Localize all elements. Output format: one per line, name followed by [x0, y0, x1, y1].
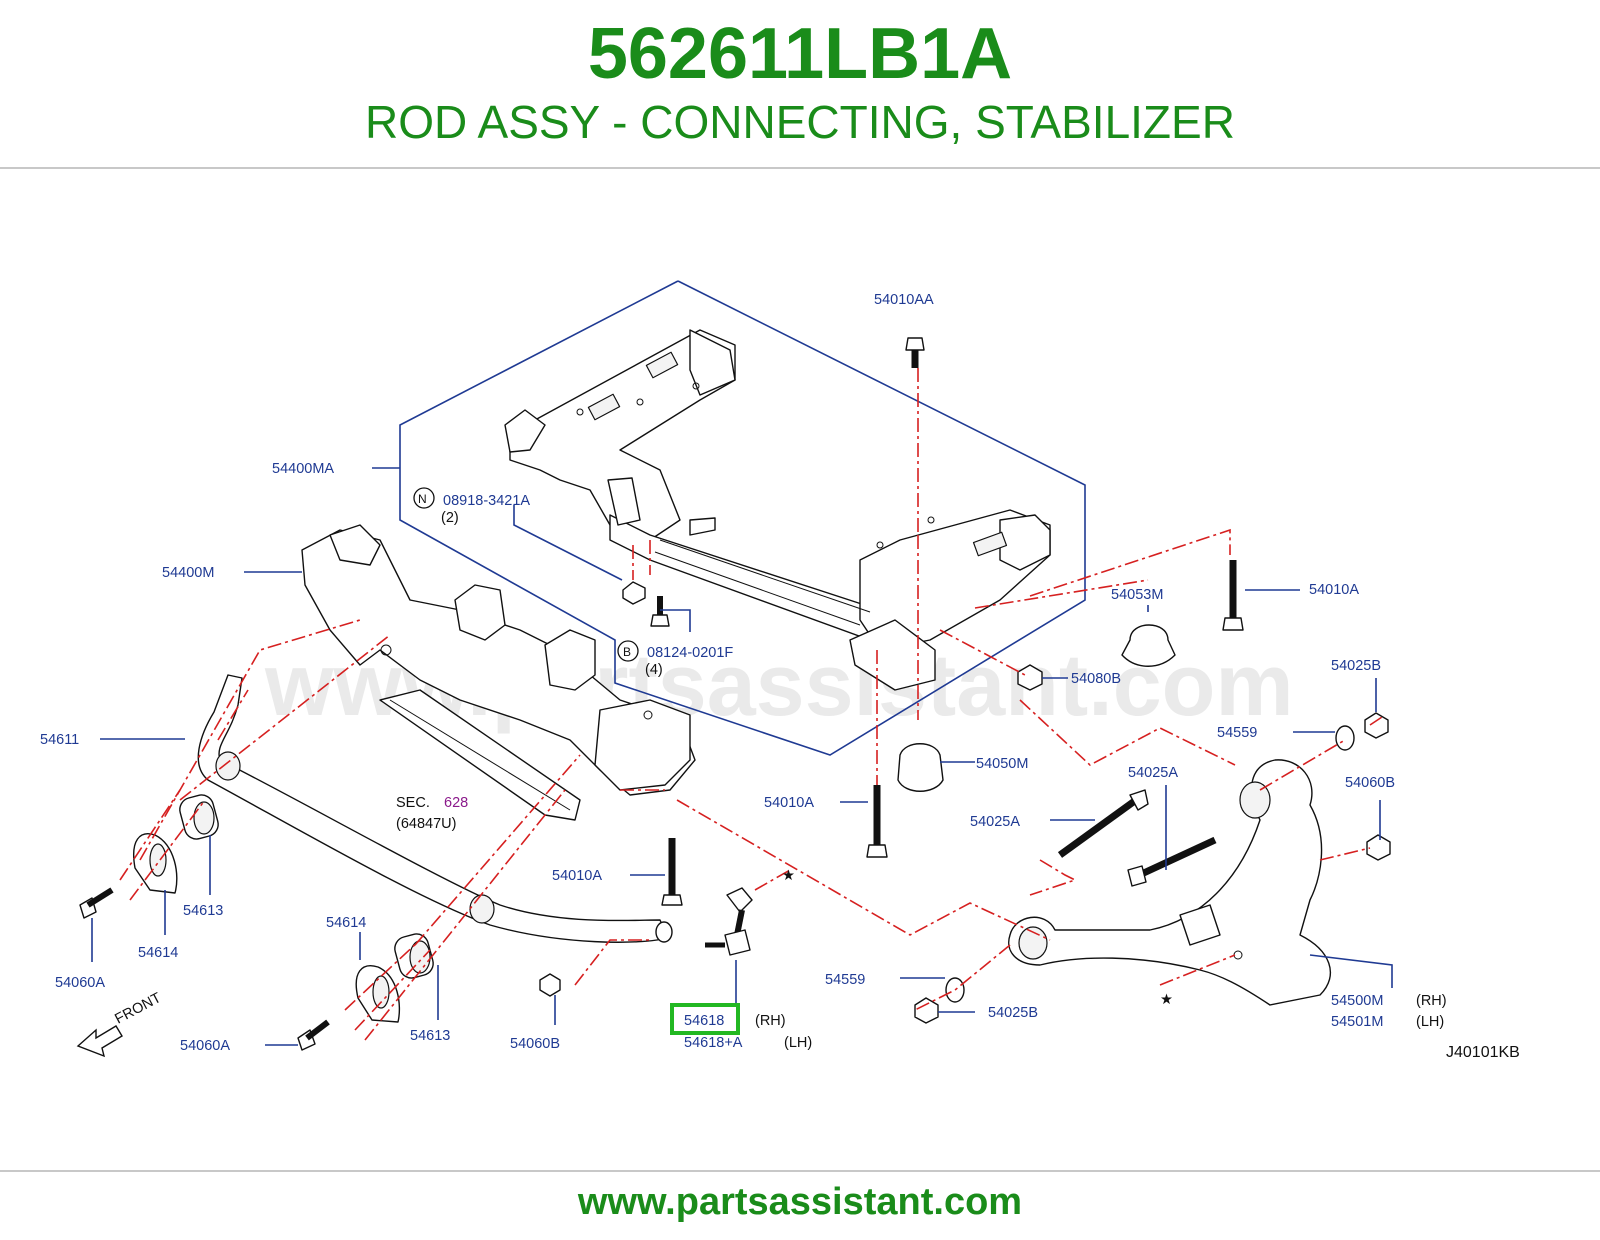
bolt-08124-part — [650, 596, 670, 627]
callout-54559-right[interactable]: 54559 — [1217, 725, 1257, 741]
callout-54080B[interactable]: 54080B — [1071, 671, 1121, 687]
callout-54010AA[interactable]: 54010AA — [874, 292, 934, 308]
bolt-54025A-top — [1057, 789, 1149, 858]
upper-subframe-part — [504, 329, 1051, 691]
bolt-54060A-bottom — [297, 1019, 330, 1051]
bolt-54010A-bottom — [661, 838, 683, 906]
callout-54050M[interactable]: 54050M — [976, 756, 1028, 772]
callout-54611[interactable]: 54611 — [40, 732, 79, 748]
alignment-lines — [119, 368, 1386, 1041]
nut-08918-part — [622, 581, 646, 605]
callout-54613-bottom[interactable]: 54613 — [410, 1028, 450, 1044]
callout-54025B-right[interactable]: 54025B — [1331, 658, 1381, 674]
washer-54559-bottom — [945, 977, 965, 1003]
note-mark-b-icon — [617, 640, 639, 662]
footer-divider — [0, 1170, 1600, 1172]
nut-54060B-bottom — [539, 973, 561, 997]
star-mark-top: ★ — [782, 868, 795, 884]
bolt-54025A-lower — [1127, 836, 1217, 887]
front-arrow-icon — [76, 1025, 123, 1058]
callout-54010A-mid[interactable]: 54010A — [764, 795, 814, 811]
connecting-rod-54618-part — [705, 887, 753, 956]
group-outline — [399, 280, 1086, 756]
callout-54060B-bottom[interactable]: 54060B — [510, 1036, 560, 1052]
callout-54010A-bottom[interactable]: 54010A — [552, 868, 602, 884]
star-mark-bottom: ★ — [1160, 992, 1173, 1008]
callout-08918-qty: (2) — [441, 510, 459, 526]
clamp-right-part — [355, 965, 401, 1023]
callout-54060B-right[interactable]: 54060B — [1345, 775, 1395, 791]
callout-54614-bottom[interactable]: 54614 — [326, 915, 366, 931]
lower-subframe-part — [301, 524, 696, 821]
callout-54053M[interactable]: 54053M — [1111, 587, 1163, 603]
callout-54500M[interactable]: 54500M — [1331, 993, 1383, 1009]
front-direction-arrow: FRONT — [76, 990, 164, 1058]
bolt-54010A-mid — [866, 785, 888, 858]
callout-54614-left[interactable]: 54614 — [138, 945, 178, 961]
callout-54618[interactable]: 54618 — [684, 1013, 724, 1029]
cap-54053M-part — [1121, 624, 1176, 667]
front-label: FRONT — [112, 990, 164, 1028]
callout-54025A-left[interactable]: 54025A — [970, 814, 1020, 830]
callout-08124-qty: (4) — [645, 662, 663, 678]
callout-54559-bottom[interactable]: 54559 — [825, 972, 865, 988]
header-divider — [0, 167, 1600, 169]
callout-54010A-right[interactable]: 54010A — [1309, 582, 1359, 598]
callout-54613-left[interactable]: 54613 — [183, 903, 223, 919]
callout-54618-A[interactable]: 54618+A — [684, 1035, 743, 1051]
footer-url[interactable]: www.partsassistant.com — [577, 1181, 1023, 1223]
callout-54025A-top[interactable]: 54025A — [1128, 765, 1178, 781]
note-mark-n-icon — [413, 487, 435, 509]
callout-54500M-side: (RH) — [1416, 993, 1447, 1009]
part-description: ROD ASSY - CONNECTING, STABILIZER — [365, 96, 1235, 148]
bolt-54060A-left — [79, 887, 114, 919]
nut-54025B-right — [1364, 712, 1389, 739]
mount-54050M-part — [897, 743, 944, 792]
callout-54060A-left[interactable]: 54060A — [55, 975, 105, 991]
callout-54618-side: (RH) — [755, 1013, 786, 1029]
callout-54618-A-side: (LH) — [784, 1035, 812, 1051]
nut-54060B-right — [1366, 834, 1391, 861]
part-number-title: 562611LB1A — [587, 14, 1013, 94]
lower-control-arm-part — [1008, 759, 1331, 1006]
callout-08918-3421A[interactable]: 08918-3421A — [443, 493, 530, 509]
callout-54618-highlight-box — [670, 1003, 740, 1035]
sec-ref-prefix: SEC. — [396, 795, 430, 811]
note-mark-b: B — [623, 645, 631, 659]
bolt-54010A-right — [1222, 560, 1244, 631]
callout-54060A-bottom[interactable]: 54060A — [180, 1038, 230, 1054]
callout-54400M[interactable]: 54400M — [162, 565, 214, 581]
leader-lines — [91, 467, 1393, 1046]
sec-ref-number[interactable]: 628 — [444, 795, 468, 811]
bushing-left-part — [179, 794, 219, 840]
page-header: 562611LB1A ROD ASSY - CONNECTING, STABIL… — [0, 0, 1600, 170]
bolt-54010AA-top — [905, 337, 925, 368]
nut-54025B-bottom — [914, 997, 939, 1024]
bushing-right-part — [394, 933, 434, 979]
callout-54501M-side: (LH) — [1416, 1014, 1444, 1030]
clamp-left-part — [133, 833, 178, 894]
callout-54025B-bottom[interactable]: 54025B — [988, 1005, 1038, 1021]
callout-08124-0201F[interactable]: 08124-0201F — [647, 645, 733, 661]
callout-54400MA[interactable]: 54400MA — [272, 461, 334, 477]
note-mark-n: N — [418, 492, 427, 506]
washer-54559-right — [1335, 725, 1355, 751]
sec-ref-sub: (64847U) — [396, 816, 456, 832]
nut-54080B-part — [1017, 664, 1043, 691]
callout-54501M[interactable]: 54501M — [1331, 1014, 1383, 1030]
diagram-code: J40101KB — [1446, 1044, 1520, 1061]
